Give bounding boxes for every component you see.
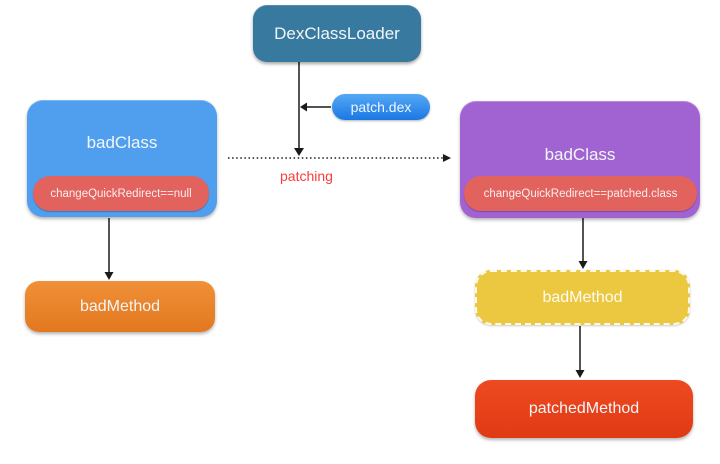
dexclassloader-label: DexClassLoader	[274, 23, 400, 43]
node-patchedmethod: patchedMethod	[475, 380, 693, 438]
node-dexclassloader: DexClassLoader	[253, 5, 421, 62]
edge-dexloader-down	[294, 62, 304, 156]
node-patch-dex: patch.dex	[332, 94, 430, 120]
node-badclass-after: badClass changeQuickRedirect==patched.cl…	[460, 101, 700, 218]
badclass-after-redirect-text: changeQuickRedirect==patched.class	[483, 187, 678, 200]
badclass-before-redirect-text: changeQuickRedirect==null	[50, 187, 192, 200]
edge-patching-dotted	[228, 154, 451, 162]
patch-dex-label: patch.dex	[350, 99, 412, 115]
edge-badclass-badmethod-left	[104, 218, 114, 280]
node-badclass-before: badClass changeQuickRedirect==null	[27, 100, 217, 217]
badmethod-after-label: badMethod	[542, 288, 623, 306]
node-badmethod-after: badMethod	[475, 270, 690, 325]
badclass-after-label: badClass	[544, 145, 616, 164]
patching-edge-label: patching	[280, 168, 333, 184]
badmethod-before-label: badMethod	[79, 297, 161, 315]
edge-badclass-badmethod-right	[578, 218, 588, 269]
patchedmethod-label: patchedMethod	[528, 400, 640, 417]
badclass-before-redirect-pill: changeQuickRedirect==null	[33, 176, 209, 211]
node-badmethod-before: badMethod	[25, 281, 215, 332]
badclass-after-redirect-pill: changeQuickRedirect==patched.class	[464, 176, 697, 211]
edge-patchdex-left	[300, 102, 331, 112]
edge-badmethod-patchedmethod	[575, 326, 585, 378]
badclass-before-label: badClass	[86, 133, 158, 152]
